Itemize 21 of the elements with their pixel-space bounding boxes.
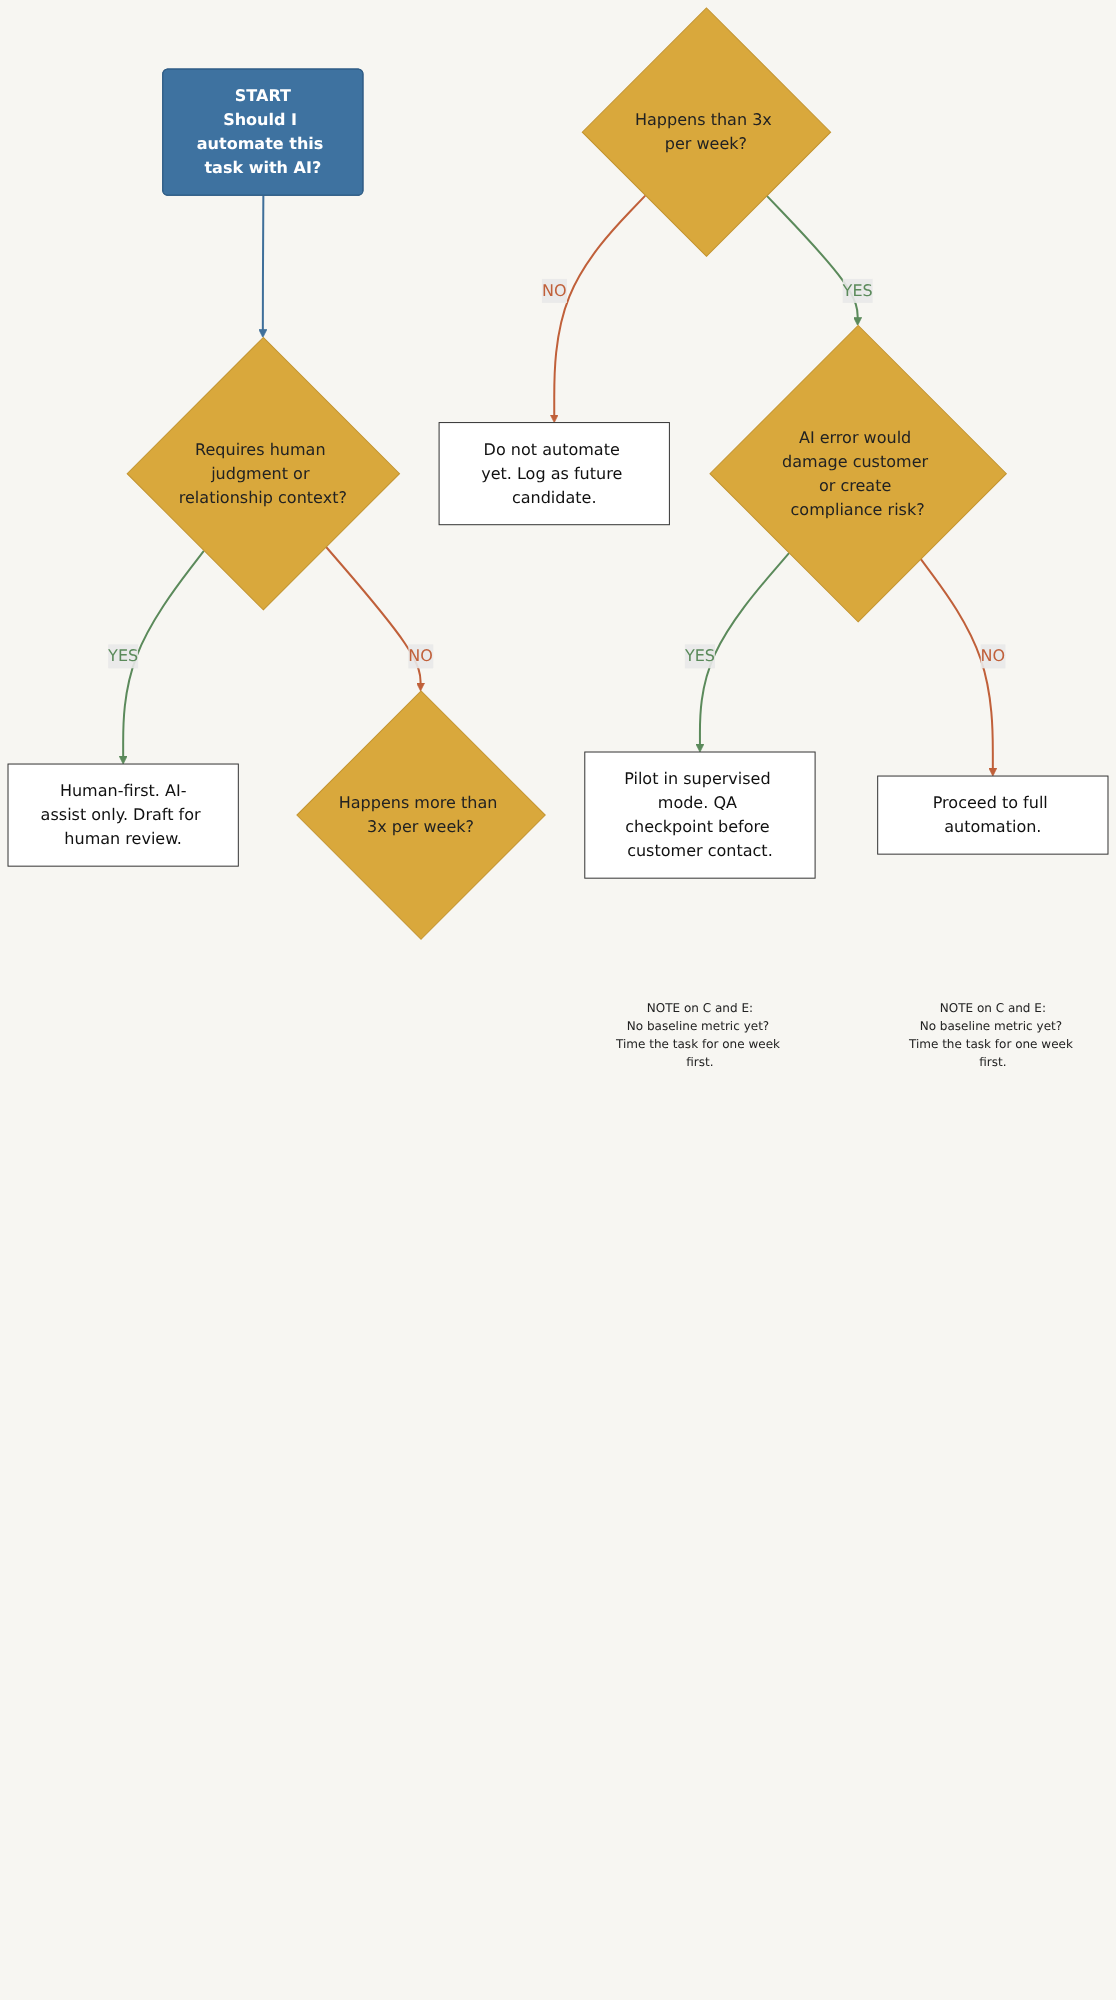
arrow <box>765 194 863 326</box>
arrow <box>695 552 790 753</box>
edge-label: YES <box>842 280 873 300</box>
edge-label: NO <box>980 646 1006 666</box>
arrow <box>324 545 425 692</box>
node-box: Pilot in supervised mode. QA checkpoint before customer contact. <box>584 751 816 879</box>
node-box: Human-first. AI-assist only. Draft for human review. <box>7 763 239 867</box>
node-diamond: AI error would damage customer or create compliance risk? <box>709 324 1007 623</box>
node-diamond: Requires human judgment or relationship context? <box>126 336 401 611</box>
edge-label: YES <box>684 646 715 666</box>
node-box: Proceed to full automation. <box>877 775 1109 855</box>
node-box: Do not automate yet. Log as future candidate. <box>438 422 670 526</box>
edge-label: NO <box>541 280 567 300</box>
node-diamond: Happens more than 3x per week? <box>296 690 546 940</box>
edge-label: NO <box>408 646 433 666</box>
arrow <box>919 557 998 777</box>
arrow <box>549 194 647 423</box>
edge-label: YES <box>108 646 139 666</box>
arrow <box>118 549 205 765</box>
arrow <box>258 194 268 338</box>
node-diamond: Happens than 3x per week? <box>581 7 832 257</box>
